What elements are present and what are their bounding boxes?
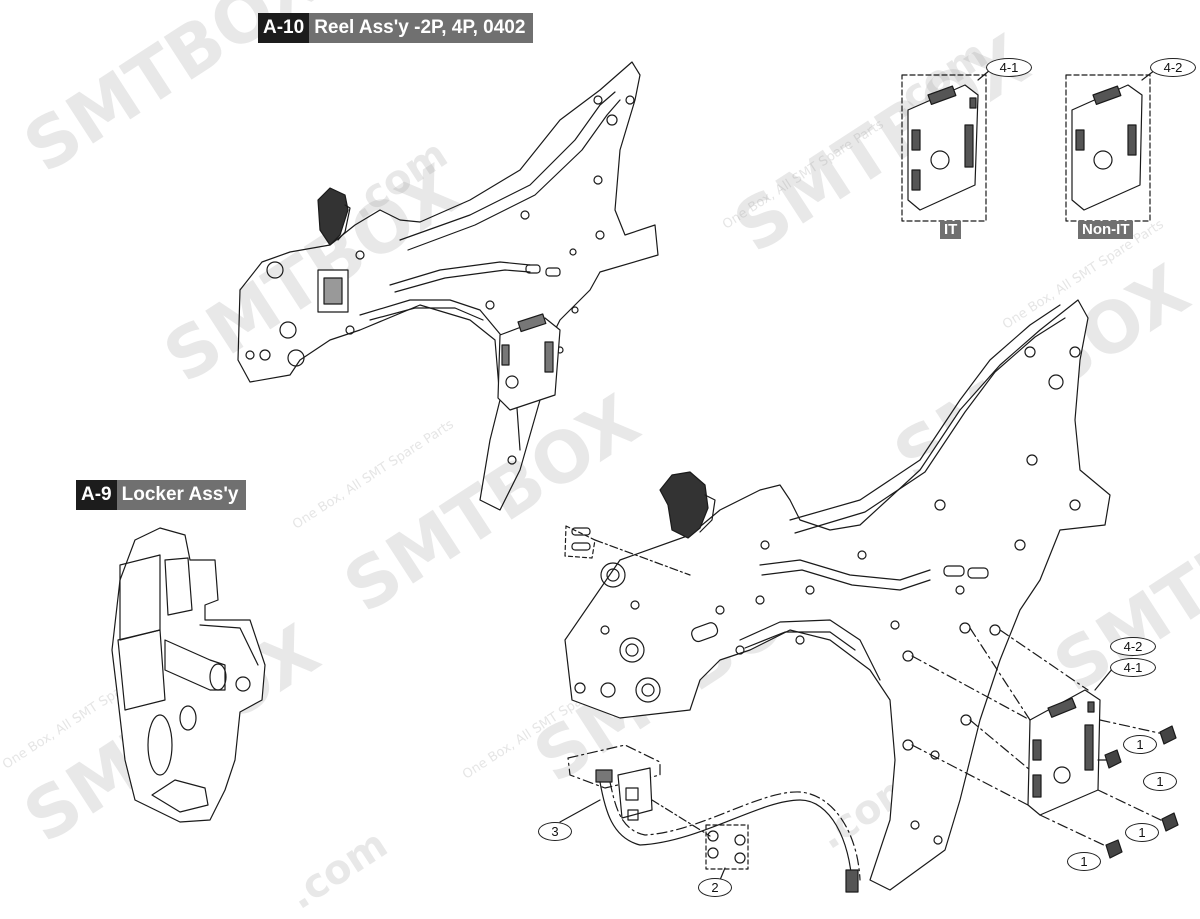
roller-set-main bbox=[574, 562, 719, 703]
assembly-name: Reel Ass'y -2P, 4P, 0402 bbox=[309, 13, 534, 43]
assembly-code: A-10 bbox=[258, 13, 310, 43]
title-a9: A-9 Locker Ass'y bbox=[76, 480, 247, 510]
pins-main bbox=[564, 525, 989, 579]
reel-plate-main bbox=[564, 299, 1111, 891]
callout-screw-4: 1 bbox=[1067, 852, 1101, 871]
callout-screw-1: 1 bbox=[1123, 735, 1157, 754]
switch-assembly bbox=[567, 744, 861, 893]
callout-board-a: 4-2 bbox=[1110, 637, 1156, 656]
callout-variant-non-it: 4-2 bbox=[1150, 58, 1196, 77]
assembly-code: A-9 bbox=[76, 480, 117, 510]
locker-handle-main bbox=[659, 471, 716, 539]
roller-set-upper bbox=[245, 261, 349, 367]
variant-board-non-it bbox=[1065, 74, 1151, 222]
callout-switch: 3 bbox=[538, 822, 572, 841]
callout-board-b: 4-1 bbox=[1110, 658, 1156, 677]
assembly-name: Locker Ass'y bbox=[116, 480, 247, 510]
locker-assembly bbox=[111, 527, 266, 823]
title-a10: A-10 Reel Ass'y -2P, 4P, 0402 bbox=[258, 13, 534, 43]
reel-plate-upper bbox=[237, 61, 659, 511]
assembly-leader-lines bbox=[911, 627, 1169, 849]
variant-board-it bbox=[901, 74, 987, 222]
tag-non-it: Non-IT bbox=[1078, 221, 1134, 239]
washers-main bbox=[651, 799, 749, 870]
board-main bbox=[1027, 689, 1101, 816]
pins-upper bbox=[525, 264, 561, 277]
callout-screw-2: 1 bbox=[1143, 772, 1177, 791]
locker-handle-upper bbox=[317, 187, 351, 246]
callout-variant-it: 4-1 bbox=[986, 58, 1032, 77]
board-upper bbox=[497, 313, 561, 411]
tag-it: IT bbox=[940, 221, 962, 239]
callout-washers: 2 bbox=[698, 878, 732, 897]
screws-main bbox=[1104, 725, 1179, 859]
callout-screw-3: 1 bbox=[1125, 823, 1159, 842]
